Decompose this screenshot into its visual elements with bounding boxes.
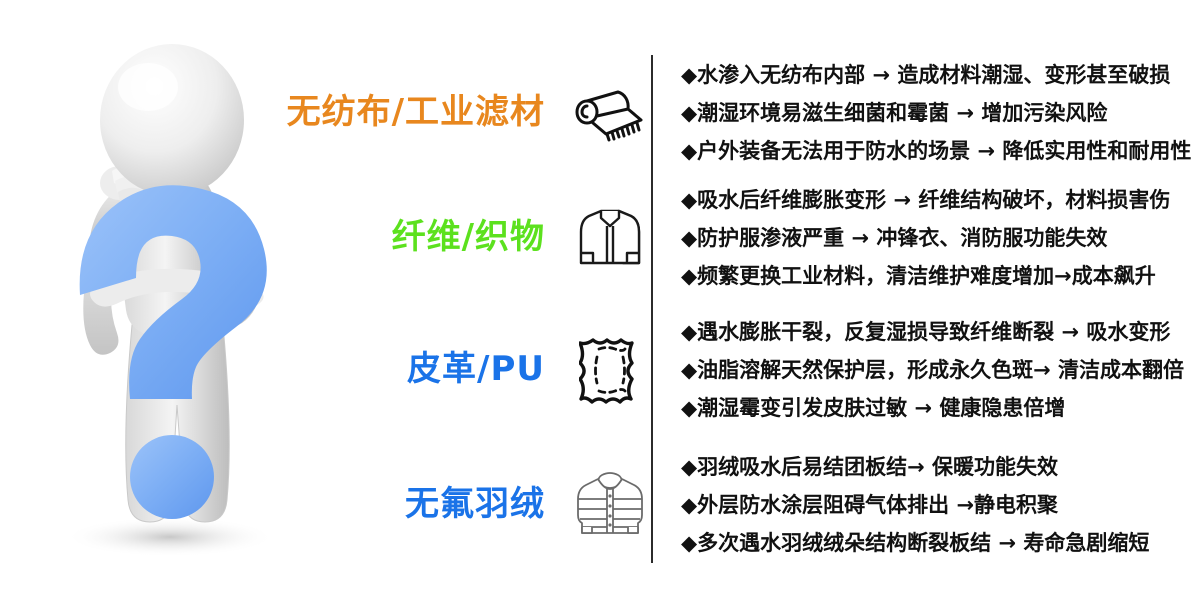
bullet-list-fiber: ◆吸水后纤维膨胀变形 → 纤维结构破坏，材料损害伤 ◆防护服渗液严重 → 冲锋衣… [653, 181, 1200, 295]
figure-head-highlight [118, 63, 178, 111]
bullet-item: ◆潮湿霉变引发皮肤过敏 → 健康隐患倍增 [681, 396, 1066, 420]
thinking-person-illustration [20, 25, 320, 575]
category-label-down: 无氟羽绒 [405, 484, 545, 525]
jacket-icon [567, 205, 653, 271]
figure-shadow [65, 517, 275, 557]
category-label-fiber: 纤维/织物 [391, 216, 545, 257]
bullet-item: ◆外层防水涂层阻碍气体排出 →静电积聚 [681, 493, 1059, 517]
fabric-roll-icon [567, 82, 653, 144]
category-row-fiber: 纤维/织物 ◆吸水后纤维膨胀变形 → 纤维结构破坏，材料损害伤 ◆防护服渗液严重… [240, 180, 1200, 295]
bullet-item: ◆防护服渗液严重 → 冲锋衣、消防服功能失效 [681, 225, 1108, 250]
bullet-list-nonwoven: ◆水渗入无纺布内部 → 造成材料潮湿、变形甚至破损 ◆潮湿环境易滋生细菌和霉菌 … [653, 56, 1200, 170]
bullet-list-leather: ◆遇水膨胀干裂，反复湿损导致纤维断裂 → 吸水变形 ◆油脂溶解天然保护层，形成永… [653, 313, 1200, 427]
vertical-divider [651, 55, 653, 563]
bullet-item: ◆吸水后纤维膨胀变形 → 纤维结构破坏，材料损害伤 [681, 187, 1171, 212]
category-row-down: 无氟羽绒 ◆羽绒吸水后易结团板结→ 保暖功能失效 ◆外层防水涂层阻碍气体排出 →… [240, 445, 1200, 565]
category-label-nonwoven: 无纺布/工业滤材 [286, 91, 545, 132]
bullet-item: ◆遇水膨胀干裂，反复湿损导致纤维断裂 → 吸水变形 [681, 320, 1171, 344]
category-row-nonwoven: 无纺布/工业滤材 ◆水渗入无纺布内部 → 造成材料潮湿、变形甚至破损 ◆潮湿环境… [240, 55, 1200, 170]
question-mark-icon [79, 185, 267, 519]
category-label-leather: 皮革/PU [407, 349, 545, 390]
figure-head [100, 44, 244, 196]
bullet-item: ◆户外装备无法用于防水的场景 → 降低实用性和耐用性 [681, 138, 1192, 163]
bullet-item: ◆多次遇水羽绒绒朵结构断裂板结 → 寿命急剧缩短 [681, 531, 1150, 555]
down-jacket-icon [567, 469, 653, 541]
bullet-item: ◆潮湿环境易滋生细菌和霉菌 → 增加污染风险 [681, 100, 1108, 125]
bullet-list-down: ◆羽绒吸水后易结团板结→ 保暖功能失效 ◆外层防水涂层阻碍气体排出 →静电积聚 … [653, 448, 1200, 562]
bullet-item: ◆羽绒吸水后易结团板结→ 保暖功能失效 [681, 455, 1059, 479]
bullet-item: ◆油脂溶解天然保护层，形成永久色斑→ 清洁成本翻倍 [681, 358, 1185, 382]
bullet-item: ◆频繁更换工业材料，清洁维护难度增加→成本飙升 [681, 263, 1156, 288]
category-row-leather: 皮革/PU ◆遇水膨胀干裂，反复湿损导致纤维断裂 → 吸水变形 ◆油脂溶解天然保… [240, 310, 1200, 430]
bullet-item: ◆水渗入无纺布内部 → 造成材料潮湿、变形甚至破损 [681, 62, 1171, 87]
leather-hide-icon [567, 335, 653, 405]
